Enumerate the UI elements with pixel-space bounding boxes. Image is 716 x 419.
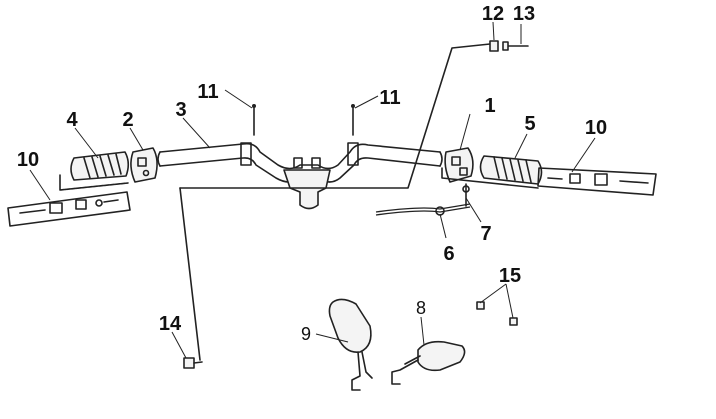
handlebar (157, 142, 443, 210)
bolt-13 (502, 41, 529, 51)
left-switch-housing (130, 147, 158, 183)
label-4: 4 (66, 109, 78, 131)
left-switch-panel (7, 191, 131, 227)
washer-12 (489, 40, 499, 52)
right-switch-panel (537, 167, 657, 196)
label-5: 5 (524, 113, 535, 135)
screw-14 (183, 357, 203, 369)
right-grip (479, 155, 543, 185)
bolt-11-left (252, 104, 256, 136)
label-15: 15 (499, 265, 521, 287)
label-1: 1 (484, 95, 495, 117)
label-10-left: 10 (17, 149, 39, 171)
bolts-15 (476, 301, 518, 326)
right-switch-housing (444, 147, 474, 183)
dashed-assembly-outline (59, 43, 539, 361)
label-13: 13 (513, 3, 535, 25)
left-grip (70, 151, 130, 181)
bolt-11-right (351, 104, 355, 136)
label-2: 2 (122, 109, 133, 131)
label-10-right: 10 (585, 117, 607, 139)
mirror-right-8 (391, 340, 466, 385)
clutch-cable-6 (375, 203, 471, 216)
label-7: 7 (480, 223, 491, 245)
label-3: 3 (175, 99, 186, 121)
label-6: 6 (443, 243, 454, 265)
leader-lines (29, 21, 596, 359)
label-11-left: 11 (197, 81, 218, 103)
label-9: 9 (301, 324, 311, 344)
label-8: 8 (416, 298, 426, 318)
label-11-right: 11 (379, 87, 400, 109)
adjuster-7 (462, 183, 470, 207)
mirror-left-9 (328, 298, 373, 391)
label-12: 12 (482, 3, 504, 25)
label-14: 14 (159, 313, 182, 335)
